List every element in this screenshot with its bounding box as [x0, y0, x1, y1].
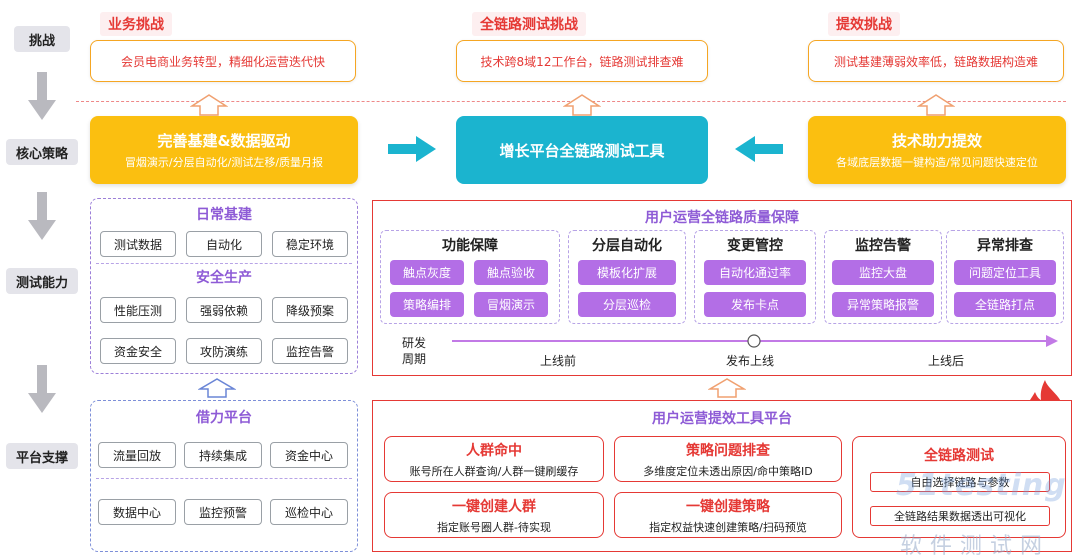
safe-item: 降级预案 [272, 297, 348, 323]
tool-box: 人群命中 账号所在人群查询/人群一键刷缓存 [384, 436, 604, 482]
leverage-item: 流量回放 [98, 442, 176, 468]
category-title: 异常排查 [977, 238, 1033, 254]
tool-sub: 账号所在人群查询/人群一键刷缓存 [409, 464, 579, 478]
row-label-challenge: 挑战 [14, 26, 70, 52]
tool-sub: 指定权益快速创建策略/扫码预览 [649, 520, 807, 534]
category-item: 分层巡检 [578, 292, 676, 317]
timeline-label: 周期 [402, 352, 427, 366]
tools-title: 用户运营提效工具平台 [652, 411, 792, 427]
daily-title: 日常基建 [196, 207, 252, 223]
tool-title: 策略问题排查 [686, 442, 770, 459]
safe-item: 监控告警 [272, 338, 348, 364]
tool-title: 一键创建人群 [452, 498, 536, 515]
challenge-title-business: 业务挑战 [100, 12, 172, 36]
safe-item: 资金安全 [100, 338, 176, 364]
category-item: 监控大盘 [832, 260, 934, 285]
category-item: 模板化扩展 [578, 260, 676, 285]
strategy-left-box: 完善基建&数据驱动 冒烟演示/分层自动化/测试左移/质量月报 [90, 116, 358, 184]
timeline-arrow [452, 334, 1058, 348]
safe-title: 安全生产 [196, 270, 252, 286]
watermark-logo: 51testing [896, 468, 1067, 503]
strategy-left-sub: 冒烟演示/分层自动化/测试左移/质量月报 [124, 156, 324, 169]
daily-item: 测试数据 [100, 231, 176, 257]
challenge-desc-efficiency: 测试基建薄弱效率低，链路数据构造难 [808, 40, 1064, 82]
strategy-left-title: 完善基建&数据驱动 [157, 132, 291, 150]
safe-item: 攻防演练 [186, 338, 262, 364]
up-arrow-icon [190, 94, 228, 116]
category-item: 策略编排 [390, 292, 464, 317]
timeline-stage: 发布上线 [726, 354, 775, 368]
challenge-title-efficiency: 提效挑战 [828, 12, 900, 36]
row-label-capability: 测试能力 [6, 268, 78, 294]
up-arrow-icon [198, 378, 236, 398]
full-link-item: 全链路结果数据透出可视化 [870, 506, 1050, 526]
category-automation [568, 230, 686, 324]
strategy-right-sub: 各域底层数据一键构造/常见问题快速定位 [836, 156, 1038, 169]
category-title: 分层自动化 [592, 238, 662, 254]
tool-box: 策略问题排查 多维度定位未透出原因/命中策略ID [614, 436, 842, 482]
category-item: 问题定位工具 [954, 260, 1056, 285]
strategy-center-box: 增长平台全链路测试工具 [456, 116, 708, 184]
category-troubleshoot [946, 230, 1064, 324]
leverage-item: 数据中心 [98, 499, 176, 525]
up-arrow-icon [917, 94, 955, 116]
quality-title: 用户运营全链路质量保障 [645, 210, 799, 226]
leverage-item: 巡检中心 [270, 499, 348, 525]
tool-title: 人群命中 [466, 442, 522, 459]
leverage-item: 持续集成 [184, 442, 262, 468]
tool-box: 一键创建人群 指定账号圈人群-待实现 [384, 492, 604, 538]
category-functional [380, 230, 560, 324]
strategy-right-title: 技术助力提效 [891, 132, 982, 150]
row-label-strategy: 核心策略 [6, 139, 78, 165]
challenge-title-fulllink: 全链路测试挑战 [472, 12, 586, 36]
leverage-panel [90, 400, 358, 552]
timeline-label: 研发 [402, 336, 427, 350]
safe-item: 性能压测 [100, 297, 176, 323]
category-change [694, 230, 816, 324]
daily-item: 稳定环境 [272, 231, 348, 257]
challenge-desc-fulllink: 技术跨8域12工作台，链路测试排查难 [456, 40, 708, 82]
category-item: 发布卡点 [704, 292, 806, 317]
up-arrow-icon [708, 378, 746, 398]
category-item: 冒烟演示 [474, 292, 548, 317]
category-item: 全链路打点 [954, 292, 1056, 317]
category-item: 触点验收 [474, 260, 548, 285]
safe-item: 强弱依赖 [186, 297, 262, 323]
category-item: 自动化通过率 [704, 260, 806, 285]
category-item: 异常策略报警 [832, 292, 934, 317]
watermark-text: 软件测试网 [900, 534, 1051, 559]
timeline-stage: 上线前 [540, 354, 577, 368]
category-title: 变更管控 [727, 238, 783, 254]
daily-item: 自动化 [186, 231, 262, 257]
full-link-item: 自由选择链路与参数 [870, 472, 1050, 492]
category-monitor [824, 230, 942, 324]
timeline-stage: 上线后 [928, 354, 965, 368]
tool-sub: 指定账号圈人群-待实现 [437, 520, 551, 534]
down-arrow-icon [28, 365, 56, 413]
tool-sub: 多维度定位未透出原因/命中策略ID [643, 464, 813, 478]
category-item: 触点灰度 [390, 260, 464, 285]
category-title: 监控告警 [855, 238, 911, 254]
full-link-title: 全链路测试 [924, 448, 994, 464]
tool-box: 一键创建策略 指定权益快速创建策略/扫码预览 [614, 492, 842, 538]
daily-panel [90, 198, 358, 374]
daily-divider [96, 263, 352, 264]
leverage-item: 监控预警 [184, 499, 262, 525]
tool-title: 一键创建策略 [686, 498, 770, 515]
right-arrow-icon [388, 136, 436, 162]
strategy-right-box: 技术助力提效 各域底层数据一键构造/常见问题快速定位 [808, 116, 1066, 184]
down-arrow-icon [28, 72, 56, 120]
down-arrow-icon [28, 192, 56, 240]
row-label-platform: 平台支撑 [6, 443, 78, 469]
leverage-title: 借力平台 [196, 410, 252, 426]
category-title: 功能保障 [442, 238, 498, 254]
quality-panel [372, 200, 1072, 376]
challenge-desc-business: 会员电商业务转型，精细化运营迭代快 [90, 40, 356, 82]
leverage-item: 资金中心 [270, 442, 348, 468]
left-arrow-icon [735, 136, 783, 162]
up-arrow-icon [563, 94, 601, 116]
leverage-divider [96, 478, 352, 479]
